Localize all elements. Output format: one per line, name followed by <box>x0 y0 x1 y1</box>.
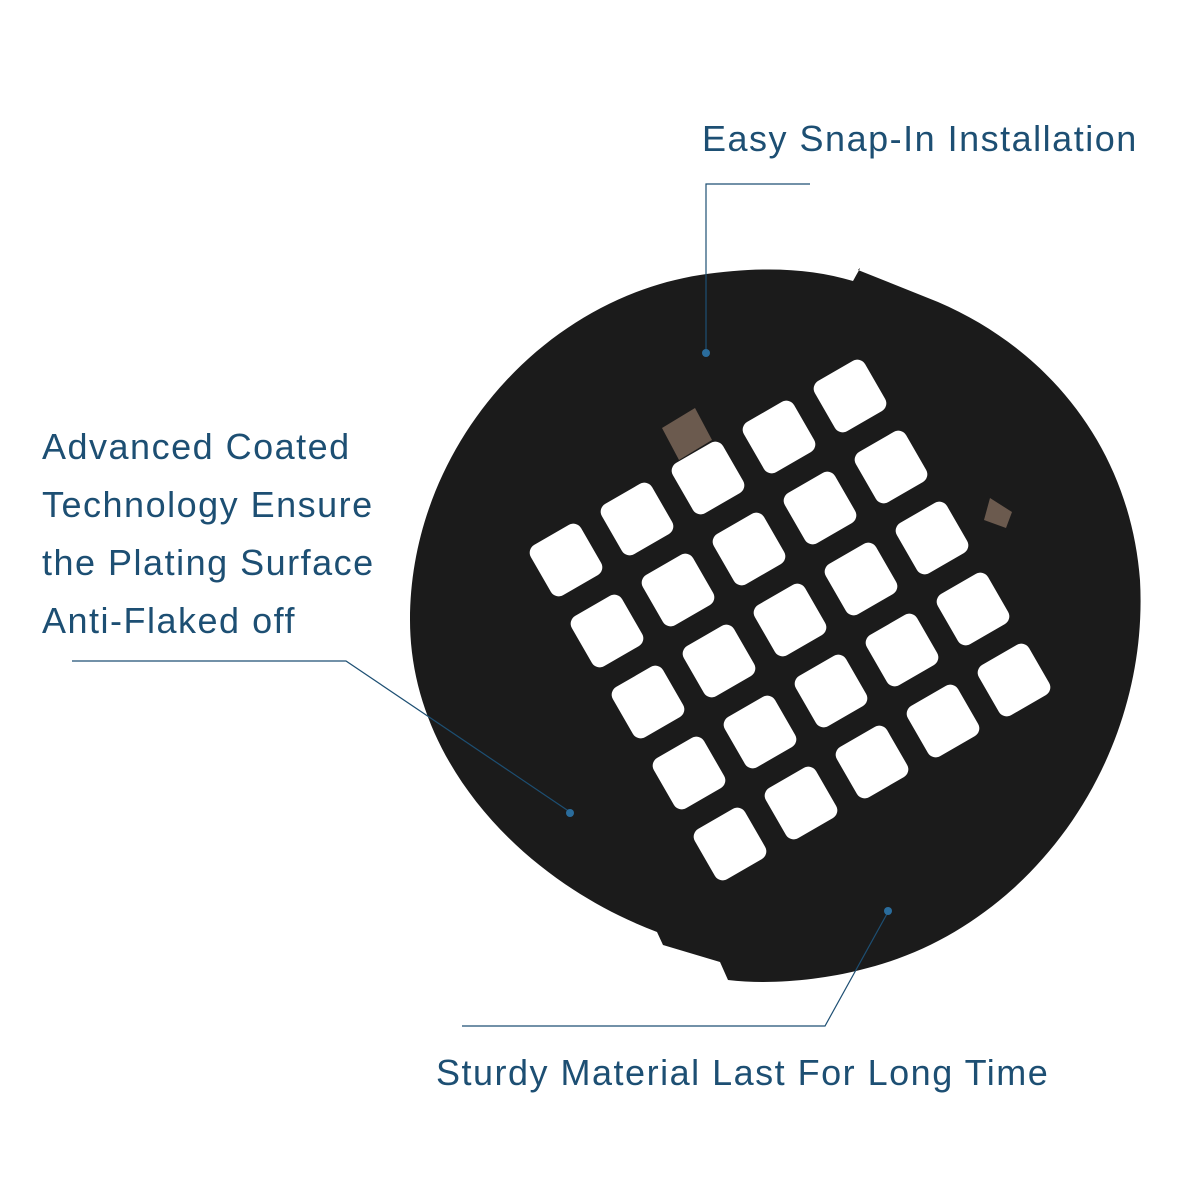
leader-line-material <box>462 911 889 1027</box>
drain-hole <box>682 624 756 698</box>
drain-holes-grid <box>529 359 1051 881</box>
drain-hole <box>652 736 726 810</box>
drain-hole <box>641 553 715 627</box>
drain-hole <box>895 501 969 575</box>
callout-material-text: Sturdy Material Last For Long Time <box>436 1052 1050 1093</box>
drain-hole <box>854 430 928 504</box>
drain-hole <box>794 654 868 728</box>
callout-material: Sturdy Material Last For Long Time <box>436 1044 1049 1102</box>
marker-dot-coating <box>566 809 574 817</box>
drain-hole <box>977 643 1051 717</box>
leader-lines <box>72 183 889 1027</box>
snap-clip-top <box>662 408 712 460</box>
drain-hole <box>783 471 857 545</box>
drain-hole <box>570 594 644 668</box>
drain-hole <box>835 725 909 799</box>
marker-dot-material <box>884 907 892 915</box>
snap-clip-right <box>984 498 1012 528</box>
drain-hole <box>712 512 786 586</box>
callout-coating: Advanced Coated Technology Ensure the Pl… <box>42 418 375 650</box>
drain-hole <box>813 359 887 433</box>
drain-hole <box>693 807 767 881</box>
drain-hole <box>764 766 838 840</box>
drain-hole <box>906 684 980 758</box>
drain-hole <box>742 400 816 474</box>
drain-hole <box>753 583 827 657</box>
drain-hole <box>611 665 685 739</box>
drain-hole <box>529 523 603 597</box>
drain-hole <box>865 613 939 687</box>
drain-hole <box>723 695 797 769</box>
drain-hole <box>600 482 674 556</box>
callout-coating-line-4: Anti-Flaked off <box>42 600 296 641</box>
callout-installation: Easy Snap-In Installation <box>702 110 1138 168</box>
drain-hole <box>671 441 745 515</box>
callout-coating-line-3: the Plating Surface <box>42 542 375 583</box>
callout-installation-text: Easy Snap-In Installation <box>702 118 1138 159</box>
callout-coating-line-2: Technology Ensure <box>42 484 374 525</box>
callout-coating-line-1: Advanced Coated <box>42 426 351 467</box>
leader-line-installation <box>705 183 810 352</box>
marker-dot-installation <box>702 349 710 357</box>
drain-hole <box>936 572 1010 646</box>
leader-line-coating <box>72 660 571 813</box>
drain-hole <box>824 542 898 616</box>
